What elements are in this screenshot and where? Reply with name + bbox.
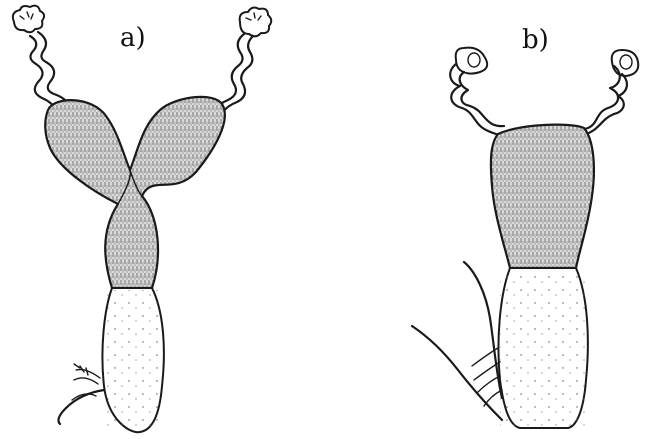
panel-b-right-fimbria-icon (612, 50, 639, 76)
panel-b-upper-segment (491, 125, 594, 268)
panel-b-attached-tissue (412, 262, 502, 420)
panel-b: b) (412, 25, 638, 428)
panel-a-label: a) (120, 23, 146, 53)
panel-a-attached-tissue (58, 364, 104, 424)
panel-a: a) (13, 6, 271, 433)
panel-b-left-fimbria-icon (456, 48, 488, 74)
panel-a-left-fimbria-icon (13, 6, 44, 33)
panel-b-stipple (500, 270, 588, 426)
panel-a-stipple (104, 290, 162, 430)
panel-b-left-tube (450, 64, 504, 136)
panel-a-right-fimbria-icon (240, 8, 272, 37)
panel-a-upper-segment (45, 97, 225, 288)
panel-b-label: b) (522, 25, 549, 55)
